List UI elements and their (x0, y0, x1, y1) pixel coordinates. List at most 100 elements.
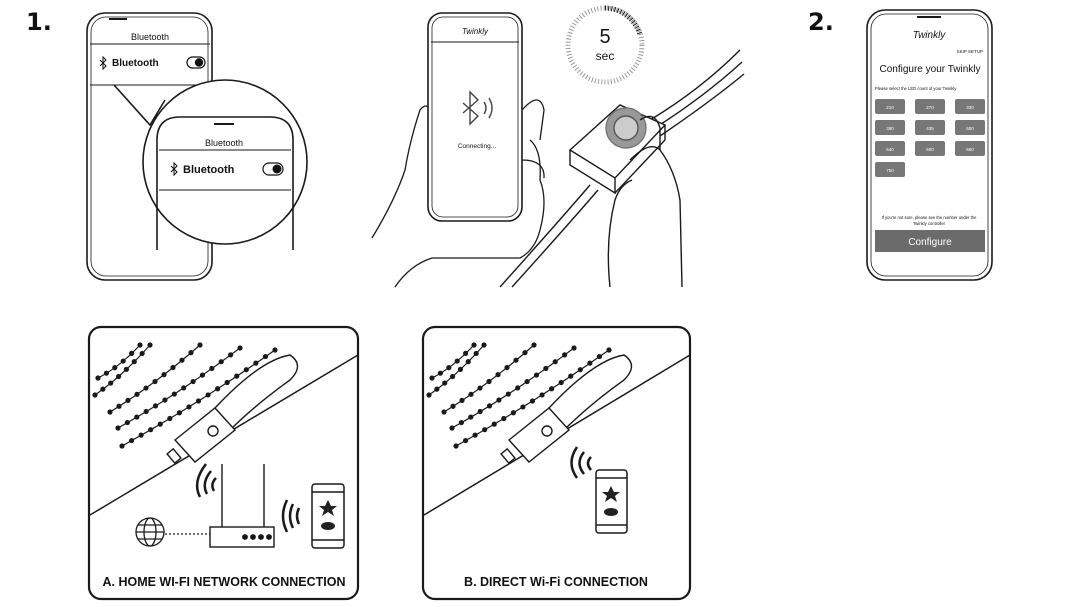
zoom-circle (142, 79, 308, 250)
led-bead (195, 398, 202, 404)
led-bead (116, 403, 122, 409)
led-bead (181, 385, 187, 391)
panel-a-caption: A. HOME WI-FI NETWORK CONNECTION (102, 575, 345, 589)
led-bead (115, 425, 121, 431)
led-count-option[interactable]: 435 (915, 120, 945, 135)
panel-direct-wifi: B. DIRECT Wi-Fi CONNECTION (421, 325, 692, 601)
led-bead (496, 397, 502, 403)
phone1-header: Bluetooth (131, 32, 169, 42)
led-bead (568, 373, 574, 379)
led-count-option-label[interactable]: 600 (966, 126, 974, 131)
led-bead (112, 365, 118, 371)
led-count-option-label[interactable]: 390 (886, 126, 894, 131)
led-count-option-label[interactable]: 270 (926, 105, 934, 110)
led-count-option-label[interactable]: 435 (926, 126, 934, 131)
led-count-option[interactable]: 540 (875, 141, 905, 156)
led-bead (205, 392, 211, 398)
bluetooth-icon (462, 90, 493, 126)
led-count-option[interactable]: 500 (915, 141, 945, 156)
led-bead (539, 392, 545, 398)
led-bead (531, 342, 537, 348)
led-bead (129, 350, 135, 356)
led-bead (473, 350, 479, 357)
configure-button[interactable]: Configure (875, 230, 985, 252)
led-count-option-label[interactable]: 540 (886, 147, 894, 152)
led-bead (170, 364, 176, 371)
led-bead (262, 353, 269, 360)
led-bead (147, 342, 153, 348)
led-bead (92, 392, 98, 398)
wifi-icon (281, 499, 301, 533)
panel-b-caption: B. DIRECT Wi-Fi CONNECTION (464, 575, 648, 589)
step-2-label: 2. (808, 8, 834, 36)
wifi-icon (570, 446, 592, 479)
panel-home-wifi: A. HOME WI-FI NETWORK CONNECTION (87, 325, 360, 601)
led-bead (162, 397, 168, 403)
led-bead (442, 380, 448, 386)
led-bead (124, 419, 130, 426)
timer-icon (565, 5, 645, 85)
led-bead (437, 370, 443, 376)
step-1-label: 1. (26, 8, 52, 36)
led-bead (446, 365, 452, 371)
zoom-bluetooth-label: Bluetooth (183, 164, 235, 176)
configure-button-label[interactable]: Configure (908, 237, 952, 248)
led-count-options: 210 270 330 390 435 600 540 500 660 750 (875, 99, 985, 177)
led-bead (426, 392, 432, 398)
led-bead (167, 415, 173, 422)
led-bead (134, 414, 140, 420)
phone-icon (595, 469, 628, 534)
phone-icon (311, 483, 345, 549)
led-count-option[interactable]: 330 (955, 99, 985, 114)
led-count-option[interactable]: 750 (875, 162, 905, 177)
led-count-option[interactable]: 600 (955, 120, 985, 135)
led-bead (209, 365, 215, 372)
led-bead (463, 350, 469, 356)
led-count-option-label[interactable]: 330 (966, 105, 974, 110)
led-count-option-label[interactable]: 500 (926, 147, 934, 152)
toggle-icon[interactable] (262, 162, 284, 176)
led-bead (123, 366, 130, 372)
led-bead (197, 342, 203, 348)
led-bead (134, 391, 140, 397)
led-bead (522, 350, 528, 356)
led-bead (125, 397, 131, 403)
led-bead (199, 372, 206, 378)
skip-setup-link[interactable]: SKIP SETUP (957, 49, 983, 54)
led-count-option[interactable]: 390 (875, 120, 905, 135)
led-bead (462, 437, 469, 444)
led-bead (441, 409, 447, 415)
led-bead (513, 357, 519, 363)
led-bead (524, 378, 530, 385)
led-bead (115, 373, 122, 380)
configure-title: Configure your Twinkly (880, 64, 981, 75)
phone-configure (866, 9, 993, 281)
led-bead (171, 391, 177, 397)
twinkly-star-icon (319, 500, 337, 530)
led-bead (218, 359, 224, 365)
led-bead (459, 397, 465, 403)
configure-note-line1: If you're not sure, please see the numbe… (882, 215, 978, 220)
led-bead (152, 378, 158, 385)
led-bead (237, 345, 243, 351)
led-bead (482, 427, 488, 433)
led-bead (458, 419, 464, 426)
led-bead (137, 342, 143, 348)
led-count-option-label[interactable]: 660 (966, 147, 974, 152)
zoom-header: Bluetooth (205, 138, 243, 148)
led-bead (471, 342, 477, 348)
led-count-option[interactable]: 270 (915, 99, 945, 114)
led-count-option[interactable]: 660 (955, 141, 985, 156)
led-bead (468, 414, 474, 420)
led-bead (468, 391, 474, 397)
led-controller-icon (500, 354, 633, 465)
toggle-icon[interactable] (186, 56, 206, 69)
led-bead (596, 353, 603, 360)
led-count-option[interactable]: 210 (875, 99, 905, 114)
led-bead (558, 379, 564, 386)
timer-unit: sec (596, 49, 615, 63)
led-count-option-label[interactable]: 750 (886, 168, 894, 173)
led-count-option-label[interactable]: 210 (886, 105, 894, 110)
led-bead (562, 352, 568, 358)
